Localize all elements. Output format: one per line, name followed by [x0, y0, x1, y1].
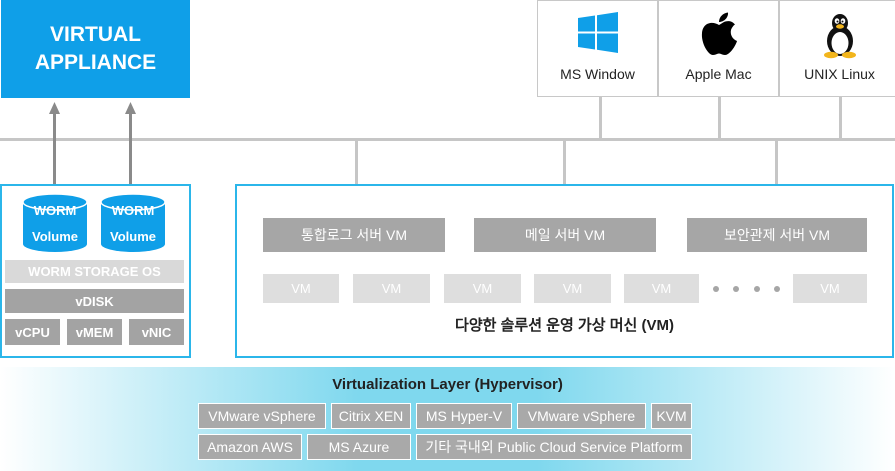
os-box-linux: UNIX Linux	[779, 0, 895, 97]
vm-box: VM	[793, 274, 867, 303]
vm-box: VM	[534, 274, 611, 303]
worm-storage-os-bar: WORM STORAGE OS	[5, 260, 184, 283]
virtual-appliance-box: VIRTUAL APPLIANCE	[1, 0, 190, 98]
virtual-appliance-line1: VIRTUAL	[50, 23, 141, 46]
worm-volume-1-line1: WORM	[33, 203, 77, 218]
vm-box: VM	[263, 274, 339, 303]
connector-line	[355, 140, 358, 218]
os-box-windows: MS Window	[537, 0, 658, 97]
os-label-windows: MS Window	[560, 66, 635, 82]
database-cylinder-icon	[100, 193, 166, 252]
vdisk-bar: vDISK	[5, 289, 184, 313]
vnic-box: vNIC	[129, 319, 184, 345]
os-box-mac: Apple Mac	[658, 0, 779, 97]
ellipsis-dot	[733, 286, 739, 292]
vm-box: VM	[444, 274, 521, 303]
vm-panel	[235, 184, 894, 358]
hypervisor-chip: Citrix XEN	[331, 403, 411, 429]
vcpu-box: vCPU	[5, 319, 60, 345]
worm-volume-1-line2: Volume	[32, 229, 78, 244]
ellipsis-dot	[754, 286, 760, 292]
server-vm-security: 보안관제 서버 VM	[687, 218, 867, 252]
worm-volume-2-line2: Volume	[110, 229, 156, 244]
worm-volume-1: WORM Volume	[22, 193, 88, 253]
server-vm-log: 통합로그 서버 VM	[263, 218, 445, 252]
hypervisor-chip: MS Hyper-V	[416, 403, 512, 429]
virtual-appliance-line2: APPLIANCE	[34, 51, 157, 74]
database-cylinder-icon	[22, 193, 88, 252]
cloud-chip: Amazon AWS	[198, 434, 302, 460]
connector-line	[775, 140, 778, 218]
vm-box: VM	[624, 274, 699, 303]
main-bus-line	[0, 138, 895, 141]
hypervisor-chip: VMware vSphere	[198, 403, 326, 429]
ellipsis-dot	[774, 286, 780, 292]
cloud-chip: MS Azure	[307, 434, 411, 460]
vm-box: VM	[353, 274, 430, 303]
linux-tux-icon	[823, 14, 856, 59]
hypervisor-chip: KVM	[651, 403, 692, 429]
vmem-box: vMEM	[67, 319, 122, 345]
connector-line	[718, 97, 721, 139]
os-label-linux: UNIX Linux	[804, 66, 875, 82]
os-label-mac: Apple Mac	[685, 66, 752, 82]
worm-volume-2: WORM Volume	[100, 193, 166, 253]
ellipsis-dot	[713, 286, 719, 292]
vm-panel-caption: 다양한 솔루션 운영 가상 머신 (VM)	[455, 317, 674, 334]
windows-logo-icon	[577, 12, 618, 53]
upward-arrows	[49, 102, 136, 188]
connector-line	[839, 97, 842, 139]
server-vm-mail: 메일 서버 VM	[474, 218, 656, 252]
worm-volume-2-line1: WORM	[111, 203, 155, 218]
apple-logo-icon	[701, 12, 737, 55]
hypervisor-title: Virtualization Layer (Hypervisor)	[332, 376, 563, 393]
connector-line	[563, 140, 566, 218]
cloud-chip: 기타 국내외 Public Cloud Service Platform	[416, 434, 692, 460]
connector-line	[599, 97, 602, 139]
hypervisor-chip: VMware vSphere	[517, 403, 646, 429]
